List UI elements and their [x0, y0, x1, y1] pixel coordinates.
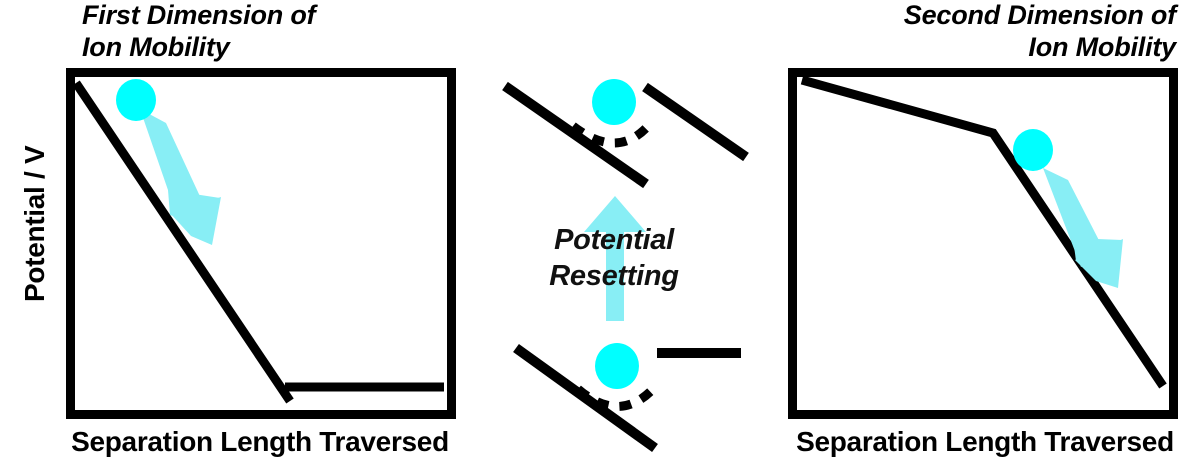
middle-top-left-ramp: [502, 81, 649, 189]
right-panel-frame: [788, 68, 1178, 419]
middle-panel: Potential Resetting: [502, 79, 749, 453]
left-panel-title-line2: Ion Mobility: [82, 32, 232, 62]
middle-bottom-ion-dot: [595, 343, 639, 389]
middle-bottom-well-curve: [575, 385, 657, 411]
right-potential-ramp: [800, 75, 1167, 389]
middle-caption-line2: Resetting: [549, 260, 679, 292]
middle-caption-line1: Potential: [554, 224, 675, 256]
middle-bottom-state: [513, 343, 741, 453]
right-drift-arrow: [1043, 168, 1123, 288]
left-drift-arrow: [140, 109, 221, 245]
right-panel: Second Dimension of Ion Mobility Separat…: [788, 0, 1179, 457]
right-ion-dot: [1013, 129, 1053, 171]
middle-top-well-curve: [570, 122, 652, 148]
left-y-axis-label: Potential / V: [19, 145, 50, 302]
middle-top-right-ramp: [642, 82, 749, 162]
left-x-axis-label: Separation Length Traversed: [71, 426, 449, 457]
right-panel-title-line1: Second Dimension of: [904, 0, 1179, 30]
right-x-axis-label: Separation Length Traversed: [796, 426, 1174, 457]
left-potential-ramp: [72, 80, 294, 404]
left-ion-dot: [116, 79, 156, 121]
middle-top-ion-dot: [592, 79, 636, 125]
left-panel-title-line1: First Dimension of: [82, 0, 319, 30]
left-panel: First Dimension of Ion Mobility Potentia…: [19, 0, 456, 457]
middle-top-state: [502, 79, 749, 189]
middle-reset-arrow: [584, 196, 646, 321]
left-panel-frame: [66, 68, 456, 419]
right-panel-title-line2: Ion Mobility: [1028, 32, 1178, 62]
